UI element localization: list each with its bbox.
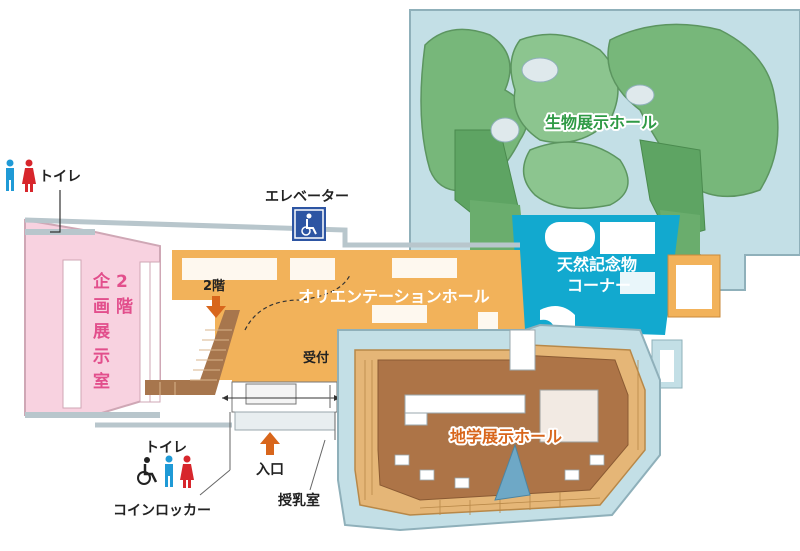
toilet-bottom-label: トイレ xyxy=(145,440,187,456)
special-exhibit-char: 展 xyxy=(93,322,110,342)
orientation-hall-label: オリエンテーションホール xyxy=(298,287,490,306)
special-exhibit-char: 示 xyxy=(93,347,110,367)
toilet-male-female-icon-top xyxy=(6,159,36,192)
arrow-down-icon xyxy=(206,296,226,318)
nursing-room-label: 授乳室 xyxy=(278,492,320,509)
toilet-top-pointer-line xyxy=(50,190,61,233)
geology-hall-area[interactable] xyxy=(337,323,661,532)
floor2-char: 2 xyxy=(116,272,128,292)
geology-hall-label: 地学展示ホール xyxy=(450,427,562,446)
natural-monument-label-line1: 天然記念物 xyxy=(557,255,637,274)
wheelchair-icon xyxy=(137,457,158,485)
entrance-area[interactable] xyxy=(222,381,340,431)
natural-monument-corner-area[interactable] xyxy=(512,215,680,335)
natural-monument-label-line2: コーナー xyxy=(567,276,631,295)
biology-hall-label: 生物展示ホール xyxy=(545,113,657,132)
elevator-label: エレベーター xyxy=(265,189,349,205)
building-walls xyxy=(24,217,520,428)
biology-hall-area[interactable] xyxy=(409,9,800,291)
arrow-up-icon xyxy=(260,432,280,455)
side-passage-inner xyxy=(660,350,674,382)
toilet-top-label: トイレ xyxy=(39,169,81,185)
wheelchair-elevator-icon[interactable] xyxy=(292,207,326,241)
special-exhibit-label: 企 画 展 示 室 2 階 xyxy=(92,271,133,392)
stairs[interactable] xyxy=(145,310,240,395)
special-exhibit-char: 画 xyxy=(93,297,110,317)
special-exhibit-char: 室 xyxy=(93,371,110,392)
entrance-label: 入口 xyxy=(256,462,284,478)
side-room-inner xyxy=(676,265,712,309)
special-exhibition-room[interactable] xyxy=(24,218,161,418)
reception-label: 受付 xyxy=(303,350,329,366)
orientation-hall-area[interactable] xyxy=(172,250,575,400)
coin-locker-label: コインロッカー xyxy=(113,503,211,519)
toilet-male-female-icon-bottom xyxy=(165,455,194,488)
pointer-lines xyxy=(199,385,336,496)
stairs-floor2-label: 2階 xyxy=(203,278,225,294)
floor2-char: 階 xyxy=(116,297,133,317)
special-exhibit-char: 企 xyxy=(92,271,111,292)
